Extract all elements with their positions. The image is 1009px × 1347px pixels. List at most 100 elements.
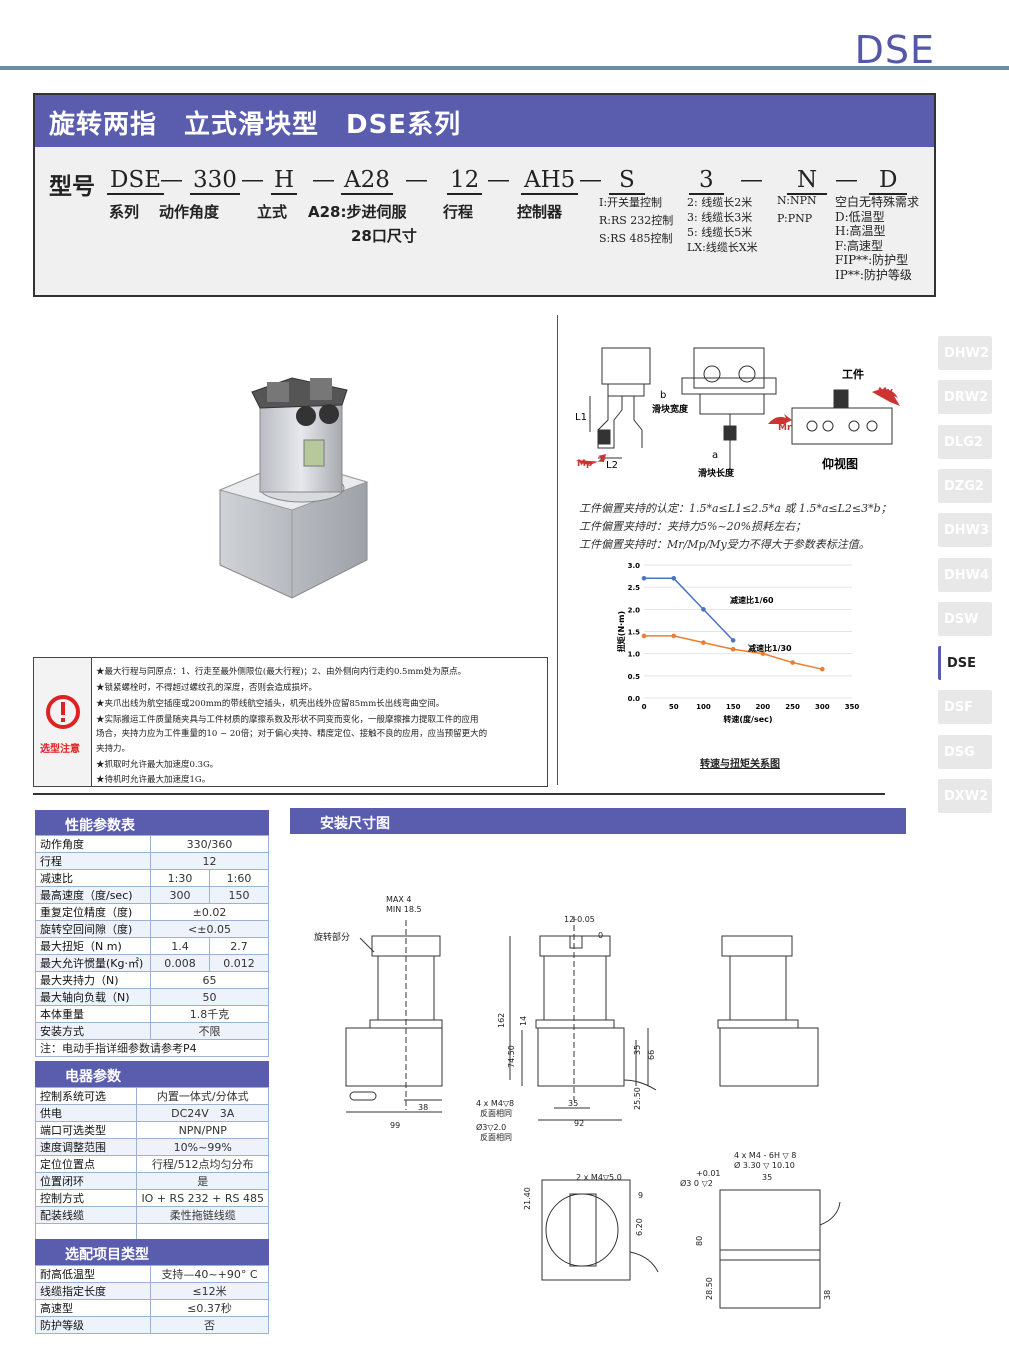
caption-3: 工件偏置夹持时：Mr/Mp/My受力不得大于参数表标注值。	[579, 538, 870, 551]
model-npn: N	[787, 167, 828, 195]
dash: —	[312, 167, 335, 193]
note-line: 场合，夹持力应为工件重量的10 ~ 20倍；对于偏心夹持、精度定位、接触不良的应…	[96, 729, 488, 739]
y-tick-label: 0.0	[628, 695, 641, 703]
chart-title: 转速与扭矩关系图	[700, 759, 780, 770]
tab-dhw4[interactable]: DHW4	[938, 558, 992, 592]
model-cable: 3	[689, 167, 724, 195]
dash: —	[835, 167, 858, 193]
svg-text:14: 14	[519, 1016, 528, 1026]
brand-label: DSE	[854, 28, 935, 72]
x-tick-label: 300	[815, 703, 830, 711]
tab-dlg2[interactable]: DLG2	[938, 425, 992, 459]
note-line: ★最大行程与同原点：1、行走至最外侧限位(最大行程)；2、由外侧向内行走约0.5…	[96, 667, 467, 677]
svg-text:Ø 3.30 ▽ 10.10: Ø 3.30 ▽ 10.10	[734, 1160, 795, 1170]
offset-diagram: Mp Mr My L1 L2 b a 滑块宽度 滑块长度 工件 仰视图	[575, 347, 900, 479]
x-tick-label: 150	[726, 703, 741, 711]
label-angle: 动作角度	[159, 203, 220, 221]
model-box: 旋转两指 立式滑块型 DSE系列 型号 DSE — 330 — H — A28 …	[33, 93, 936, 297]
svg-text:MIN 18.5: MIN 18.5	[386, 905, 422, 914]
y-tick-label: 0.5	[628, 673, 641, 681]
model-io: S	[609, 167, 645, 195]
warning-panel: 选型注意	[34, 658, 92, 786]
x-tick-label: 0	[642, 703, 647, 711]
model-series: DSE	[107, 167, 164, 195]
series-line-0	[644, 577, 734, 641]
y-tick-label: 2.5	[628, 584, 641, 592]
svg-text:38: 38	[823, 1290, 832, 1300]
dash: —	[160, 167, 183, 193]
tab-dsw[interactable]: DSW	[938, 602, 992, 636]
svg-text:12-0.05: 12-0.05	[564, 915, 595, 924]
model-opt: D	[869, 167, 908, 195]
tab-dsf[interactable]: DSF	[938, 690, 992, 724]
svg-text:35: 35	[633, 1045, 642, 1055]
svg-text:66: 66	[647, 1050, 656, 1060]
label-stroke: 行程	[443, 203, 474, 221]
selection-notes: 选型注意 ★最大行程与同原点：1、行走至最外侧限位(最大行程)；2、由外侧向内行…	[33, 657, 548, 787]
x-tick-label: 100	[696, 703, 711, 711]
divider	[557, 315, 558, 785]
svg-text:4 x M4▽8: 4 x M4▽8	[476, 1099, 514, 1108]
svg-text:35: 35	[762, 1173, 772, 1182]
data-point	[641, 633, 647, 639]
y-tick-label: 1.5	[628, 629, 641, 637]
svg-text:反面相同: 反面相同	[480, 1108, 512, 1118]
model-prefix: 型号	[49, 174, 95, 200]
y-axis-label: 扭矩(N·m)	[616, 611, 626, 652]
dash: —	[241, 167, 264, 193]
dash: —	[740, 167, 763, 193]
tab-dsg[interactable]: DSG	[938, 735, 992, 769]
model-angle: 330	[190, 167, 240, 195]
tab-dxw2[interactable]: DXW2	[938, 779, 992, 813]
svg-text:滑块长度: 滑块长度	[698, 467, 735, 479]
svg-text:2 x M4▽5.0: 2 x M4▽5.0	[576, 1173, 622, 1182]
svg-text:b: b	[660, 390, 666, 401]
svg-text:92: 92	[574, 1119, 584, 1128]
note-line: ★抓取时允许最大加速度0.3G。	[96, 760, 219, 770]
svg-text:25.50: 25.50	[633, 1087, 642, 1110]
svg-text:仰视图: 仰视图	[822, 456, 858, 471]
data-point	[701, 607, 706, 612]
svg-text:Mp: Mp	[577, 459, 593, 469]
svg-text:滑块宽度: 滑块宽度	[652, 403, 689, 415]
tab-dzg2[interactable]: DZG2	[938, 469, 992, 503]
note-line: ★实际搬运工件质量随夹具与工件材质的摩擦系数及形状不同变而变化，一般摩擦推力提取…	[96, 715, 479, 725]
tab-dhw2[interactable]: DHW2	[938, 336, 992, 370]
dash: —	[405, 167, 428, 193]
svg-text:74.50: 74.50	[507, 1045, 516, 1068]
label-servo: A28:步进伺服	[308, 203, 407, 221]
note-line: ★待机时允许最大加速度1G。	[96, 775, 211, 785]
note-line: ★夹爪出线为航空插座或200mm的带线航空插头，机壳出线外应留85mm长出线弯曲…	[96, 699, 445, 709]
x-tick-label: 50	[669, 703, 679, 711]
svg-text:a: a	[712, 450, 718, 461]
opts-title: 选配项目类型	[35, 1239, 269, 1265]
svg-text:99: 99	[390, 1121, 400, 1130]
svg-text:L2: L2	[606, 460, 618, 471]
header-rule	[0, 66, 1009, 70]
label-servo-size: 28口尺寸	[351, 227, 417, 245]
model-ctrl: AH5	[521, 167, 579, 195]
tab-drw2[interactable]: DRW2	[938, 380, 992, 414]
svg-text:4 x M4 - 6H ▽ 8: 4 x M4 - 6H ▽ 8	[734, 1151, 796, 1160]
elec-title: 电器参数	[35, 1061, 269, 1087]
svg-text:L1: L1	[575, 412, 587, 423]
model-stroke: 12	[447, 167, 483, 195]
x-axis-label: 转速(度/sec)	[723, 714, 772, 724]
tab-dhw3[interactable]: DHW3	[938, 513, 992, 547]
svg-text:My: My	[878, 387, 893, 397]
tab-dse[interactable]: DSE	[938, 646, 992, 680]
svg-text:80: 80	[695, 1236, 704, 1246]
svg-text:21.40: 21.40	[523, 1187, 532, 1210]
y-tick-label: 3.0	[628, 562, 641, 570]
note-line: ★锁紧螺栓时，不得超过螺纹孔的深度，否则会造成损坏。	[96, 683, 318, 693]
dash: —	[579, 167, 602, 193]
product-image	[218, 377, 369, 599]
section-rule	[33, 793, 885, 795]
x-tick-label: 350	[845, 703, 860, 711]
model-servo: A28	[341, 167, 393, 195]
